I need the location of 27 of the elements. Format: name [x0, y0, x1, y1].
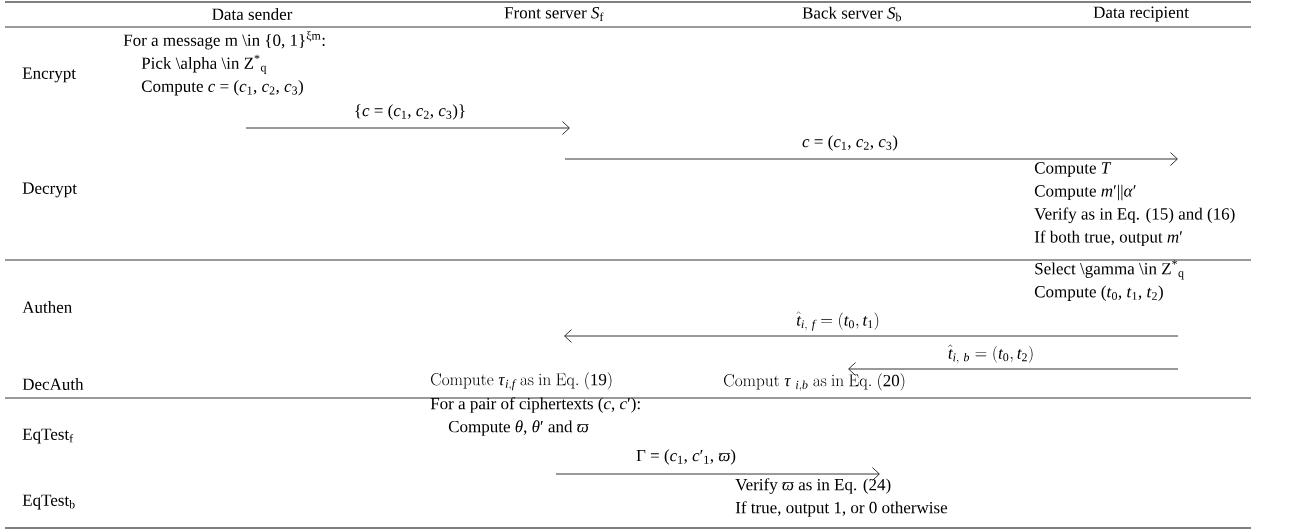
row-label: DecAuth	[22, 378, 84, 390]
edge-label: Γ = (c$_{1}$, c′$_{1}$, ϖ)	[635, 448, 737, 466]
protocol-step: $\mathrm{Compute}\ \tau_{i,f}\ \mathrm{as\ in\ Eq.\ (19)}$	[431, 372, 612, 391]
arrow	[245, 121, 570, 135]
arrow	[848, 362, 1179, 376]
protocol-step: Select \gamma \in Z$^{*}$q Compute (t$_{0}$, t$_{1}$, t$_{2}$)	[1034, 260, 1184, 301]
arrow	[564, 152, 1178, 166]
column-header: Data sender	[212, 8, 293, 20]
protocol-step: Compute T Compute m′||α′ Verify as in Eq. (15) and (16) If both true, output m′	[1034, 162, 1235, 247]
edge-label: {c = (c$_{1}$, c$_{2}$, c$_{3}$)}	[352, 103, 468, 121]
column-header: Data recipient	[1093, 6, 1189, 22]
arrow	[555, 467, 880, 481]
row-label: EqTest$_{f}$	[22, 428, 74, 444]
column-header: Back server S$_{b}$	[802, 6, 901, 22]
edge-label: $\hat{t}_{i,\ f}= (t_{0}, t_{1})$	[795, 310, 881, 332]
row-label: Encrypt	[22, 67, 76, 83]
row-label: EqTest$_{b}$	[22, 494, 75, 510]
row-label: Authen	[22, 301, 72, 313]
column-header: Front server S$_{f}$	[504, 7, 604, 21]
edge-label: c = (c$_{1}$, c$_{2}$, c$_{3}$)	[801, 134, 899, 152]
arrow	[564, 329, 1179, 343]
protocol-step: Verify ϖ as in Eq. (24) If true, output 1, or 0 otherwise	[735, 478, 948, 517]
row-label: Decrypt	[22, 182, 77, 198]
protocol-step: For a message m \in {0, 1}$^{ξm}$: Pick \alpha \in Z$^{*}$q Compute c = (c$_{1}$, c$_{2}$, c$_{3}$)	[123, 31, 325, 96]
protocol-step: $\mathrm{Comput}\ \tau\ _{i,b}\ \mathrm{as\ in\ Eq.\ (20)}$	[724, 373, 905, 392]
protocol-step: For a pair of ciphertexts (c, c′): Compute θ, θ′ and ϖ	[430, 397, 640, 436]
edge-label: $\hat{t}_{i,\ b} = (t_{0}, t_{2})$	[946, 343, 1036, 365]
